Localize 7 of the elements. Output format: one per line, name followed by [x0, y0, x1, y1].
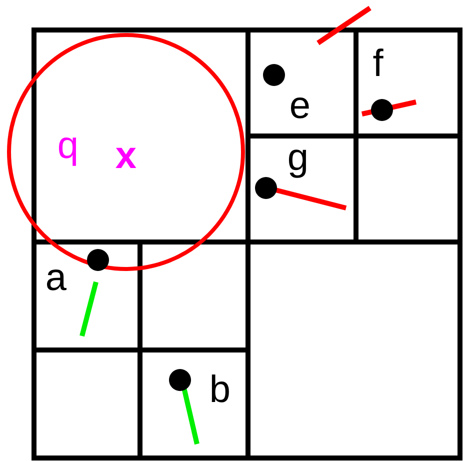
point-label: a: [45, 257, 67, 299]
point-label: e: [289, 85, 311, 127]
point-label: b: [209, 369, 231, 411]
point-label: x: [115, 135, 137, 177]
point-label: q: [57, 125, 79, 167]
point-label: f: [372, 43, 384, 85]
point-label: g: [287, 137, 309, 179]
